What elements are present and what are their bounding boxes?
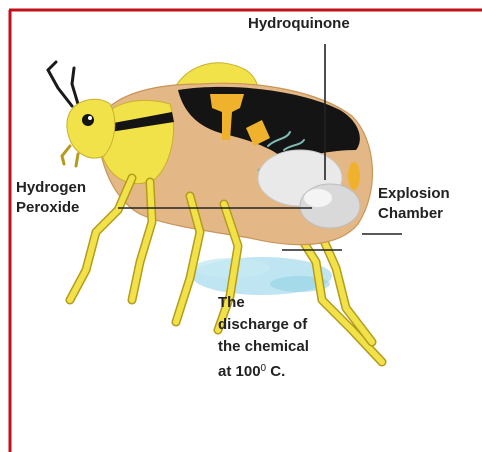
- beetle-eye-highlight: [88, 116, 92, 120]
- label-explosion-chamber-line1: Explosion: [378, 184, 450, 204]
- label-discharge-line4-suffix: C.: [266, 363, 285, 380]
- beetle-antennae: [48, 62, 78, 106]
- label-discharge-line1: The: [218, 292, 309, 314]
- label-hydrogen-peroxide: Hydrogen Peroxide: [16, 178, 86, 218]
- label-discharge-line2: discharge of: [218, 314, 309, 336]
- explosion-chamber-shape: [300, 184, 360, 228]
- beetle-head: [67, 99, 115, 158]
- discharge-spray: [192, 257, 332, 295]
- beetle-orange-spot: [348, 162, 360, 190]
- label-hydroquinone: Hydroquinone: [248, 14, 350, 34]
- beetle-eye: [82, 114, 94, 126]
- label-discharge-line4: at 1000 C.: [218, 358, 309, 383]
- label-discharge-line4-prefix: at 100: [218, 363, 261, 380]
- label-explosion-chamber-line2: Chamber: [378, 204, 450, 224]
- label-hydrogen-peroxide-line1: Hydrogen: [16, 178, 86, 198]
- label-explosion-chamber: Explosion Chamber: [378, 184, 450, 224]
- label-discharge-line3: the chemical: [218, 336, 309, 358]
- label-hydrogen-peroxide-line2: Peroxide: [16, 198, 86, 218]
- label-discharge: The discharge of the chemical at 1000 C.: [218, 292, 309, 383]
- explosion-chamber-highlight: [304, 189, 332, 207]
